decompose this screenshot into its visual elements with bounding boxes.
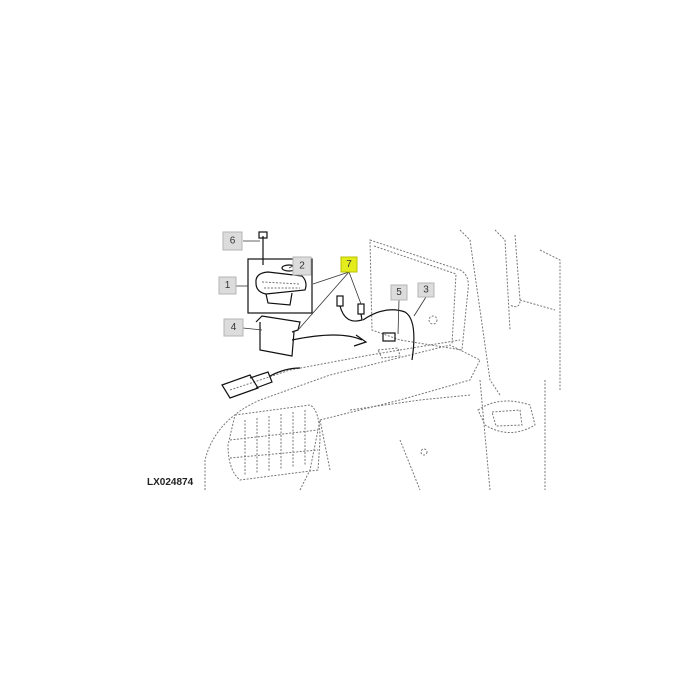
callout-4[interactable]: 4 <box>223 318 244 337</box>
callout-1[interactable]: 1 <box>218 276 237 295</box>
wiring-harness <box>336 295 415 361</box>
callout-5[interactable]: 5 <box>390 284 408 301</box>
connector-plug <box>221 367 301 399</box>
lamp-housing <box>255 315 368 357</box>
work-lamp <box>227 404 321 481</box>
svg-text:2: 2 <box>299 261 305 272</box>
svg-text:4: 4 <box>231 322 237 333</box>
callout-2[interactable]: 2 <box>292 256 312 276</box>
svg-text:6: 6 <box>230 236 236 247</box>
leader-lines <box>236 240 427 335</box>
svg-text:5: 5 <box>396 287 402 298</box>
vehicle-body-outline <box>204 229 561 491</box>
callout-3[interactable]: 3 <box>417 282 435 298</box>
svg-text:3: 3 <box>423 285 429 296</box>
svg-text:7: 7 <box>346 259 352 270</box>
svg-text:1: 1 <box>225 280 231 291</box>
figure-id: LX024874 <box>147 477 194 488</box>
callout-6[interactable]: 6 <box>222 231 243 251</box>
callout-7[interactable]: 7 <box>340 256 358 273</box>
